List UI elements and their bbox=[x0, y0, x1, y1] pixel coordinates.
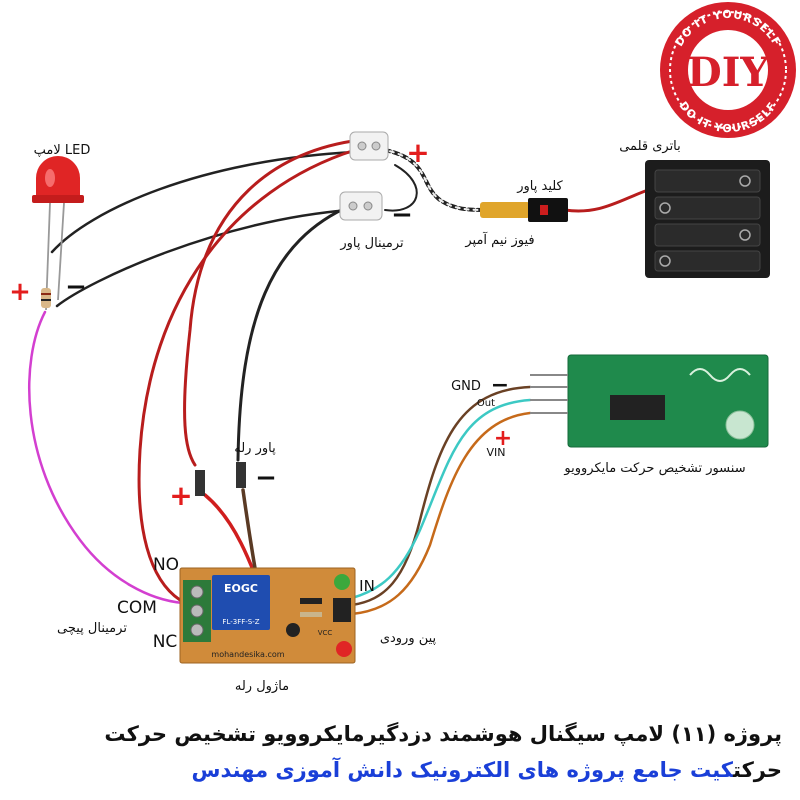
connector-red-plus bbox=[195, 470, 205, 496]
wire-magenta bbox=[28, 310, 185, 605]
sensor-coil bbox=[725, 410, 755, 440]
power-terminal bbox=[339, 131, 389, 221]
connector-black-minus bbox=[236, 462, 246, 488]
battery-holder bbox=[645, 160, 770, 278]
sensor-chip bbox=[610, 395, 665, 420]
screw-2 bbox=[190, 604, 204, 618]
wire-black-relay-power bbox=[236, 203, 354, 462]
label-power-switch: کلید پاور bbox=[516, 179, 563, 194]
fuse-holder bbox=[480, 202, 530, 218]
relay-box bbox=[212, 575, 270, 630]
led-dome bbox=[36, 156, 80, 195]
wire-cyan-out bbox=[350, 398, 532, 600]
label-nc: NC bbox=[153, 632, 178, 652]
battery-slot-3 bbox=[654, 223, 761, 247]
label-out: Out bbox=[477, 398, 495, 409]
led-rim bbox=[32, 195, 84, 203]
caption-subtitle-main: کیت جامع پروژه های الکترونیک دانش آموزی … bbox=[191, 758, 734, 782]
label-screw-terminal: ترمینال پیچی bbox=[57, 621, 127, 636]
terminal-screw-2 bbox=[371, 141, 381, 151]
sensor-antenna bbox=[689, 368, 751, 382]
relay-model: FL-3FF-S-Z bbox=[222, 618, 259, 626]
relay-plus-sign: + bbox=[169, 479, 192, 512]
relay-module: EOGC FL-3FF-S-Z mohandesika.com VCC bbox=[179, 567, 356, 664]
label-sensor: سنسور تشخیص حرکت مایکروویو bbox=[563, 461, 745, 476]
gnd-minus-sign: − bbox=[491, 373, 509, 398]
label-battery: باتری قلمی bbox=[619, 139, 681, 154]
caption-subtitle: حرکتکیت جامع پروژه های الکترونیک دانش آم… bbox=[12, 758, 782, 782]
resistor bbox=[41, 288, 51, 308]
terminal-block-bottom bbox=[339, 191, 383, 221]
wire-brown-gnd bbox=[350, 385, 532, 607]
lamp-plus-sign: + bbox=[9, 277, 31, 307]
relay-brand: EOGC bbox=[224, 582, 258, 595]
wire-twisted-white bbox=[384, 149, 489, 211]
resistor-pcb bbox=[300, 612, 322, 617]
resistor-band-2 bbox=[41, 299, 51, 301]
diy-badge: DIY DO IT YOURSELF DO IT YOURSELF bbox=[660, 2, 796, 138]
screw-1 bbox=[190, 585, 204, 599]
pcb-vcc: VCC bbox=[318, 629, 333, 637]
transistor bbox=[286, 623, 300, 637]
battery-slot-2 bbox=[654, 196, 761, 220]
lamp-minus-sign: − bbox=[65, 272, 87, 302]
relay-minus-sign: − bbox=[255, 463, 277, 493]
resistor-band-1 bbox=[41, 293, 51, 295]
led-leg-2 bbox=[57, 202, 65, 301]
label-input-pins: پین ورودی bbox=[380, 631, 437, 646]
diode bbox=[300, 598, 322, 604]
battery-spring-1 bbox=[739, 175, 751, 187]
battery-spring-3 bbox=[739, 229, 751, 241]
label-fuse: فیوز نیم آمپر bbox=[464, 231, 534, 248]
led-lamp bbox=[32, 156, 84, 311]
caption-subtitle-suffix: حرکت bbox=[733, 758, 782, 782]
vin-plus-sign: + bbox=[494, 426, 512, 451]
label-relay-power: پاور رله bbox=[234, 441, 276, 456]
badge-inner-ring bbox=[669, 11, 787, 129]
wire-power-minus bbox=[384, 164, 418, 212]
led-highlight bbox=[45, 169, 55, 187]
badge-center-text: DIY bbox=[687, 49, 769, 96]
label-no: NO bbox=[153, 555, 179, 575]
terminal-block-top bbox=[349, 131, 389, 161]
label-gnd: GND bbox=[451, 379, 481, 394]
pcb-website: mohandesika.com bbox=[211, 650, 284, 659]
led-green bbox=[334, 574, 350, 590]
terminal-plus-sign: + bbox=[406, 136, 429, 169]
wire-switch-battery bbox=[563, 188, 650, 213]
battery-spring-4 bbox=[659, 255, 671, 267]
input-header bbox=[333, 598, 351, 622]
battery-slot-1 bbox=[654, 169, 761, 193]
battery-slot-4 bbox=[654, 250, 761, 272]
power-switch bbox=[480, 198, 568, 222]
microwave-sensor bbox=[530, 354, 769, 448]
relay-power-connectors bbox=[195, 462, 246, 496]
wire-orange-vin bbox=[350, 411, 532, 616]
terminal-screw-1 bbox=[357, 141, 367, 151]
screw-3 bbox=[190, 623, 204, 637]
terminal-screw-4 bbox=[363, 201, 373, 211]
switch-lever bbox=[540, 205, 548, 215]
label-com: COM bbox=[117, 598, 157, 618]
wire-red-power bbox=[183, 138, 362, 467]
label-in: IN bbox=[359, 577, 375, 595]
wire-red-com bbox=[137, 148, 357, 602]
label-lamp: لامپ LED bbox=[34, 143, 91, 158]
terminal-screw-3 bbox=[348, 201, 358, 211]
caption-title: پروژه (۱۱) لامپ سیگنال هوشمند دزدگیرمایک… bbox=[104, 722, 782, 746]
battery-spring-2 bbox=[659, 202, 671, 214]
led-red bbox=[336, 641, 352, 657]
label-power-terminal: ترمینال پاور bbox=[339, 236, 404, 251]
wire-lamp-minus-to-terminal bbox=[55, 208, 352, 308]
label-relay-module: ماژول رله bbox=[235, 679, 289, 694]
badge-center bbox=[688, 30, 768, 110]
label-vin: VIN bbox=[487, 446, 506, 459]
terminal-minus-sign: − bbox=[391, 200, 413, 230]
